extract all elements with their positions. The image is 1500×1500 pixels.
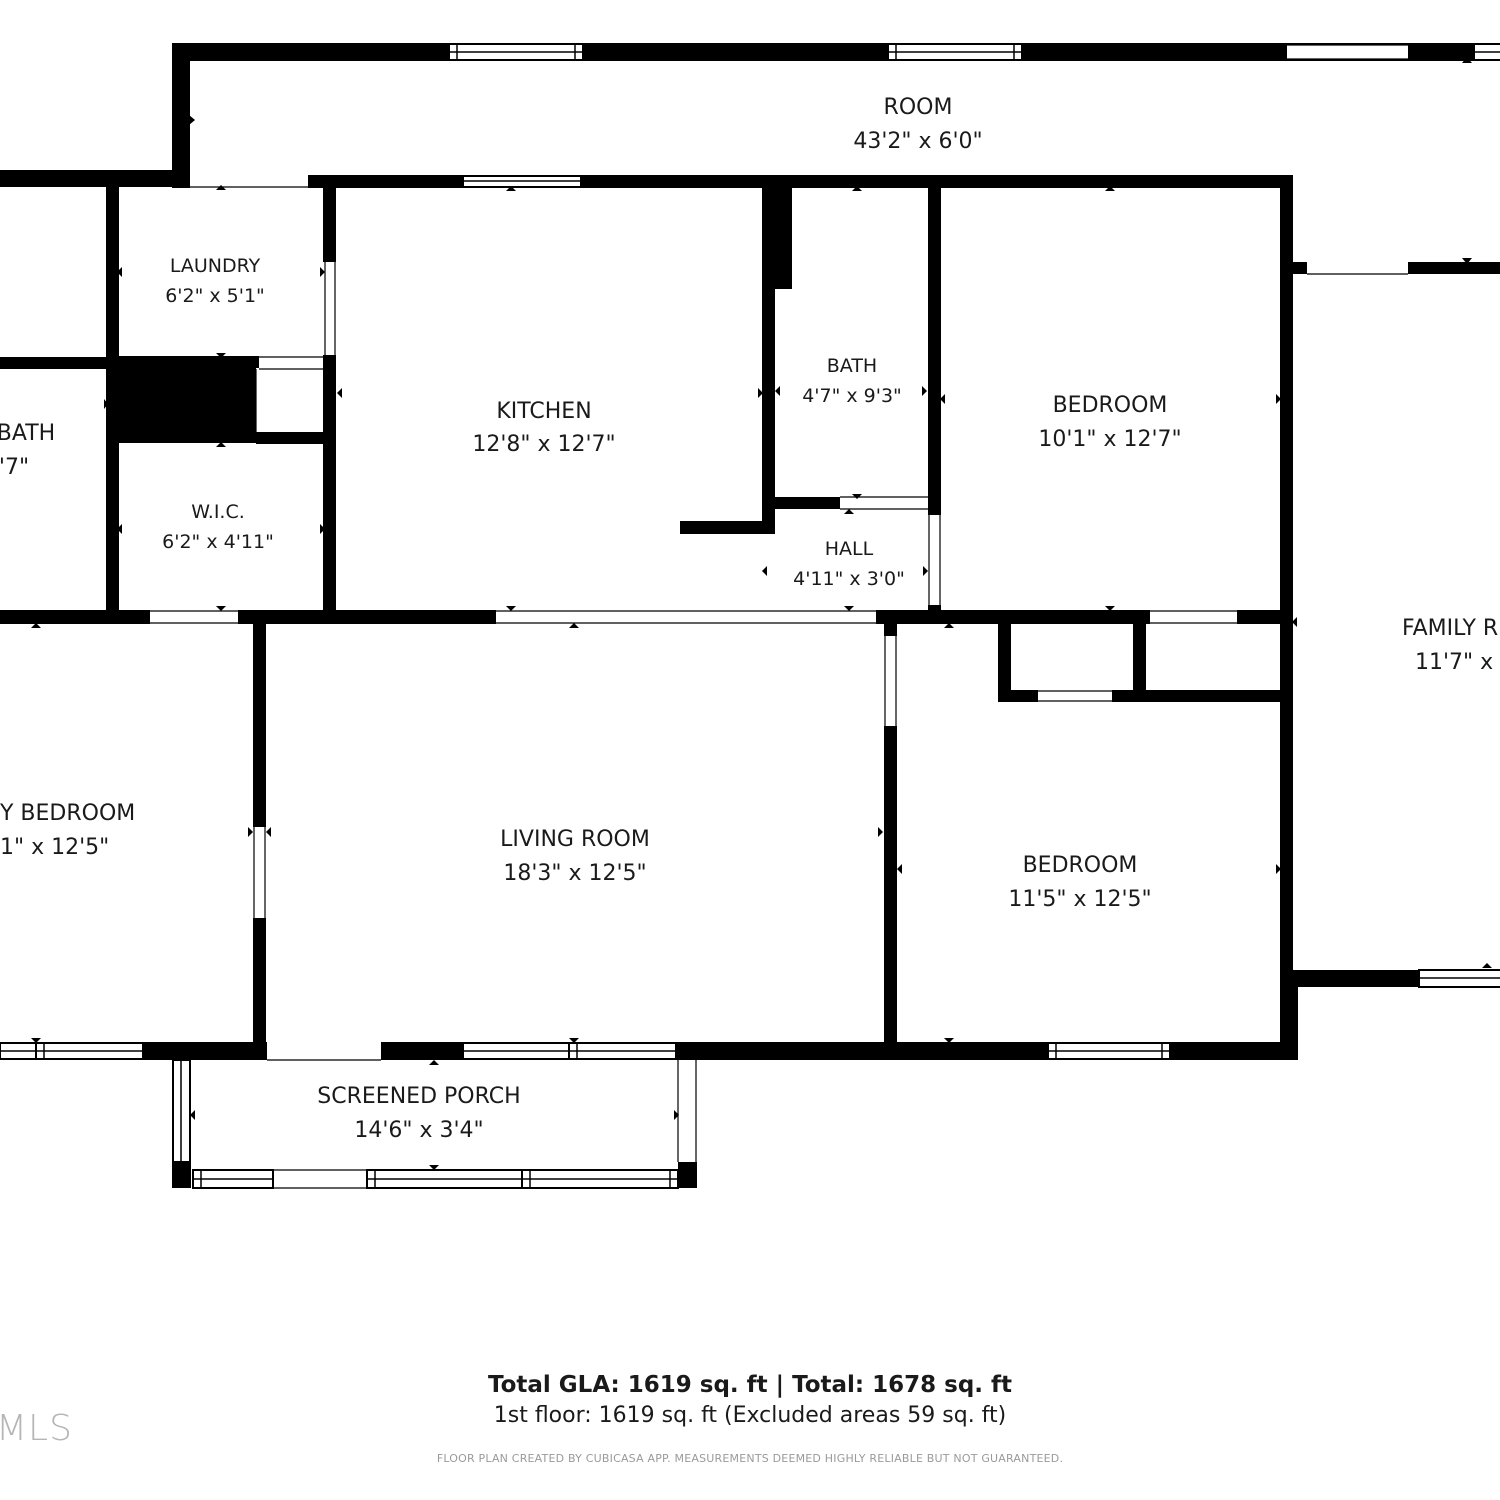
windows (0, 43, 1500, 1189)
room-dims-screened-porch: 14'6" x 3'4" (354, 1118, 483, 1143)
area-totals: Total GLA: 1619 sq. ft | Total: 1678 sq.… (487, 1372, 1013, 1398)
room-dims-bath-center: 4'7" x 9'3" (802, 385, 902, 407)
room-dims-hall: 4'11" x 3'0" (793, 568, 905, 590)
floor-area: 1st floor: 1619 sq. ft (Excluded areas 5… (493, 1403, 1007, 1428)
room-name-bedroom-upper: BEDROOM (1053, 393, 1168, 418)
door-openings (150, 186, 1408, 918)
room-name-hall: HALL (825, 538, 874, 560)
room-dims-kitchen: 12'8" x 12'7" (472, 432, 615, 457)
room-dims-wic: 6'2" x 4'11" (162, 531, 274, 553)
room-name-laundry: LAUNDRY (170, 255, 261, 277)
room-name-living-room: LIVING ROOM (500, 827, 650, 852)
room-name-screened-porch: SCREENED PORCH (317, 1084, 520, 1109)
room-name-primary-bedroom: Y BEDROOM (0, 801, 135, 826)
room-dims-bath-left: '7" (0, 455, 29, 480)
room-dims-bedroom-upper: 10'1" x 12'7" (1038, 427, 1181, 452)
room-name-room: ROOM (884, 95, 953, 120)
wall-markers (31, 57, 1492, 1170)
room-name-kitchen: KITCHEN (496, 399, 591, 424)
room-name-family-room: FAMILY R (1402, 616, 1498, 641)
mls-logo: MLS (0, 1408, 73, 1449)
room-dims-bedroom-lower: 11'5" x 12'5" (1008, 887, 1151, 912)
room-dims-family-room: 11'7" x (1415, 650, 1493, 675)
room-dims-primary-bedroom: 1" x 12'5" (0, 835, 109, 860)
room-labels: ROOM 43'2" x 6'0" LAUNDRY 6'2" x 5'1" KI… (0, 95, 1498, 1143)
room-name-wic: W.I.C. (191, 501, 245, 523)
room-dims-room: 43'2" x 6'0" (853, 129, 982, 154)
room-name-bath-center: BATH (827, 355, 877, 377)
disclaimer: FLOOR PLAN CREATED BY CUBICASA APP. MEAS… (436, 1452, 1064, 1465)
walls (0, 43, 1500, 1188)
room-dims-laundry: 6'2" x 5'1" (165, 285, 265, 307)
room-name-bath-left: BATH (0, 421, 55, 446)
room-name-bedroom-lower: BEDROOM (1023, 853, 1138, 878)
room-dims-living-room: 18'3" x 12'5" (503, 861, 646, 886)
